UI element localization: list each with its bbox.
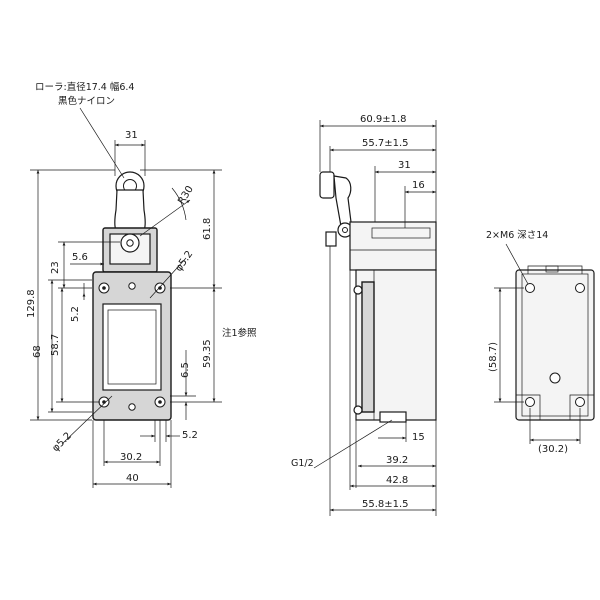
dim-5-6: 5.6: [72, 252, 88, 263]
dim-6-5: 6.5: [180, 362, 191, 378]
thread-label: G1/2: [291, 458, 314, 469]
dim-lever-height: 61.8: [202, 218, 213, 240]
dim-23: 23: [50, 261, 61, 274]
dim-40: 40: [126, 473, 139, 484]
dim-60-9: 60.9±1.8: [360, 114, 407, 125]
dim-5-2-bottom: 5.2: [182, 430, 198, 441]
dim-hole-dia: φ5.2: [173, 249, 195, 274]
dim-overall-height: 129.8: [26, 289, 37, 318]
roller-note-line1: ローラ:直径17.4 幅6.4: [35, 81, 134, 93]
side-roller: [319, 171, 335, 199]
dim-hole-dia-bottom: φ5.2: [50, 430, 74, 454]
front-view: ローラ:直径17.4 幅6.4 黒色ナイロン 31 R30 61.8 129.8…: [26, 81, 257, 488]
dim-30-2: 30.2: [120, 452, 142, 463]
dim-59-35: 59.35: [202, 339, 213, 368]
dim-58-7-ref: (58.7): [488, 342, 499, 372]
side-conduit: [379, 411, 407, 423]
dim-15: 15: [412, 432, 425, 443]
dim-68: 68: [32, 345, 43, 358]
dim-30-2-ref: (30.2): [538, 444, 568, 455]
dim-top-width: 31: [125, 130, 138, 141]
side-head: [349, 221, 437, 271]
dim-side-31: 31: [398, 160, 411, 171]
note-ref: 注1参照: [222, 327, 257, 339]
back-view: 2×M6 深さ14 (58.7) (30.2): [486, 230, 595, 455]
dim-radius: R30: [176, 184, 196, 207]
dim-55-7: 55.7±1.5: [362, 138, 409, 149]
dim-16: 16: [412, 180, 425, 191]
mount-note: 2×M6 深さ14: [486, 230, 548, 241]
dim-39-2: 39.2: [386, 455, 408, 466]
back-body: [515, 269, 595, 421]
mounting-holes: [98, 282, 166, 411]
side-view: 60.9±1.8 55.7±1.5 31 16 G1/2 15 39.2 42.…: [291, 114, 437, 516]
dim-5-2-left: 5.2: [70, 306, 81, 322]
switch-cover-plate: [102, 303, 162, 391]
dim-42-8: 42.8: [386, 475, 408, 486]
dim-58-7: 58.7: [50, 334, 61, 356]
roller-note-line2: 黒色ナイロン: [58, 95, 115, 107]
dim-55-8: 55.8±1.5: [362, 499, 409, 510]
